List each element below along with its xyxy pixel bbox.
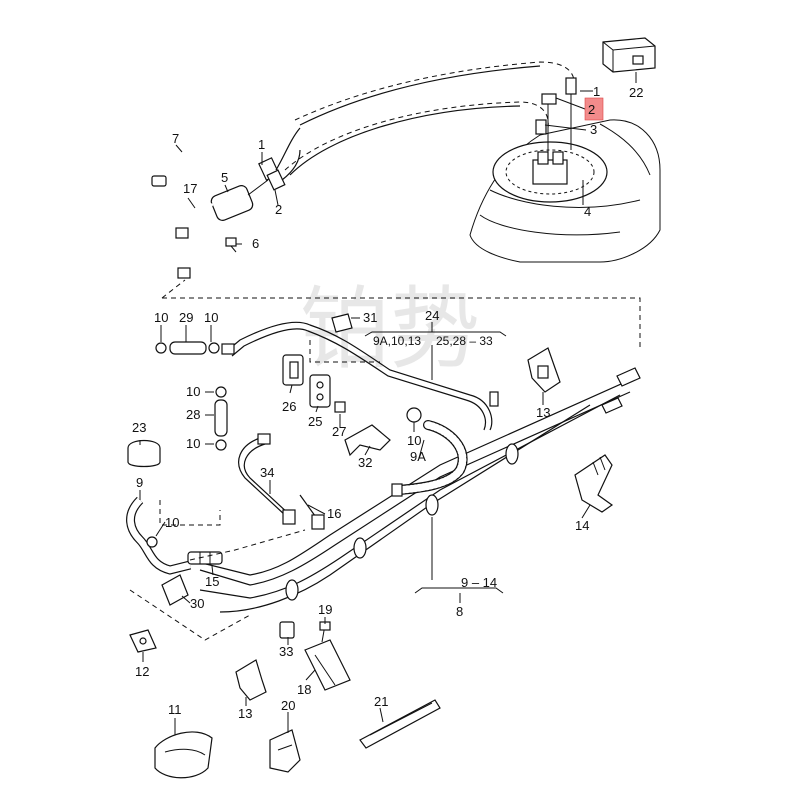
- part-10-grommet: [406, 407, 422, 423]
- callout-11: 11: [168, 702, 182, 717]
- callout-23: 23: [132, 420, 146, 435]
- fuel-tank: [469, 119, 661, 263]
- part-21-strip: [359, 699, 441, 749]
- callout-10-e: 10: [407, 433, 421, 448]
- part-12-clip: [129, 629, 157, 653]
- callout-8: 8: [456, 604, 463, 619]
- group-24-left: 9A,10,13: [373, 334, 421, 348]
- callout-15: 15: [205, 574, 219, 589]
- callout-10-a: 10: [154, 310, 168, 325]
- callout-17: 17: [183, 181, 197, 196]
- part-34-pipe: [238, 433, 296, 525]
- callout-21: 21: [374, 694, 388, 709]
- callout-5: 5: [221, 170, 228, 185]
- section-divider: [161, 279, 641, 350]
- callout-3: 3: [590, 122, 597, 137]
- callout-31: 31: [363, 310, 377, 325]
- callout-10-c: 10: [186, 384, 200, 399]
- part-6-bolt: [225, 237, 237, 253]
- part-31-clip: [331, 313, 353, 333]
- part-32-bracket: [344, 424, 391, 457]
- part-13-bracket-upper: [527, 347, 561, 393]
- part-14-bracket: [574, 454, 614, 513]
- callout-28: 28: [186, 407, 200, 422]
- callout-9: 9: [136, 475, 143, 490]
- callout-30: 30: [190, 596, 204, 611]
- callout-25: 25: [308, 414, 322, 429]
- callout-26: 26: [282, 399, 296, 414]
- callout-34: 34: [260, 465, 274, 480]
- callout-22: 22: [629, 85, 643, 100]
- part-20-bracket: [269, 729, 301, 773]
- part-16-pipe: [299, 494, 325, 530]
- feed-line-dashed: [294, 61, 575, 121]
- highlight-box: [584, 97, 604, 121]
- callout-10-b: 10: [204, 310, 218, 325]
- bottom-leaders: [129, 317, 591, 735]
- part-15-connector: [187, 551, 223, 565]
- callout-20: 20: [281, 698, 295, 713]
- return-line-dashed: [284, 101, 549, 171]
- callout-1-right: 1: [593, 84, 600, 99]
- callout-27: 27: [332, 424, 346, 439]
- part-27-clip: [334, 401, 346, 413]
- main-pipe-bundle: [189, 367, 641, 613]
- callout-13-upper: 13: [536, 405, 550, 420]
- callout-9a: 9A: [410, 449, 426, 464]
- part-7-hose: [151, 133, 187, 187]
- part-9a-hose: [391, 420, 468, 497]
- part-26-clip: [282, 354, 304, 386]
- part-19-bolt: [319, 621, 331, 643]
- part-28-hose: [214, 386, 228, 451]
- callout-2-right: 2: [588, 102, 595, 117]
- part-17-bent-pipe: [173, 202, 214, 279]
- callout-29: 29: [179, 310, 193, 325]
- part-18-bracket: [304, 639, 351, 691]
- callout-6: 6: [252, 236, 259, 251]
- part-33-clip: [279, 621, 295, 639]
- callout-1-left: 1: [258, 137, 265, 152]
- pump-connectors: [535, 77, 577, 152]
- part-29-hose: [155, 341, 220, 355]
- callout-2-left: 2: [275, 202, 282, 217]
- callout-33: 33: [279, 644, 293, 659]
- part-25-clip: [309, 374, 331, 408]
- part-9-hose: [126, 496, 192, 575]
- part-11-cover: [154, 731, 213, 779]
- part-22-control-unit: [602, 37, 656, 73]
- callout-12: 12: [135, 664, 149, 679]
- group-24-right: 25,28 – 33: [436, 334, 493, 348]
- top-leaders: [175, 72, 637, 245]
- part-5-fuel-filter: [210, 127, 301, 221]
- callout-18: 18: [297, 682, 311, 697]
- callout-14: 14: [575, 518, 589, 533]
- part-23-clamp: [127, 439, 161, 468]
- callout-10-f: 10: [165, 515, 179, 530]
- callout-10-d: 10: [186, 436, 200, 451]
- callout-19: 19: [318, 602, 332, 617]
- callout-7: 7: [172, 131, 179, 146]
- callout-32: 32: [358, 455, 372, 470]
- callout-4: 4: [584, 204, 591, 219]
- callout-labels: 7 1 5 17 2 6 1 2 3 4 22 10 29 10 10 28 1…: [132, 84, 643, 721]
- part-13-bracket-lower: [235, 659, 267, 701]
- callout-13-lower: 13: [238, 706, 252, 721]
- callout-24: 24: [425, 308, 439, 323]
- watermark: 铂势: [300, 277, 480, 382]
- group-8-range: 9 – 14: [461, 575, 497, 590]
- return-line: [221, 321, 499, 431]
- part-30-clip: [161, 574, 189, 606]
- callout-16: 16: [327, 506, 341, 521]
